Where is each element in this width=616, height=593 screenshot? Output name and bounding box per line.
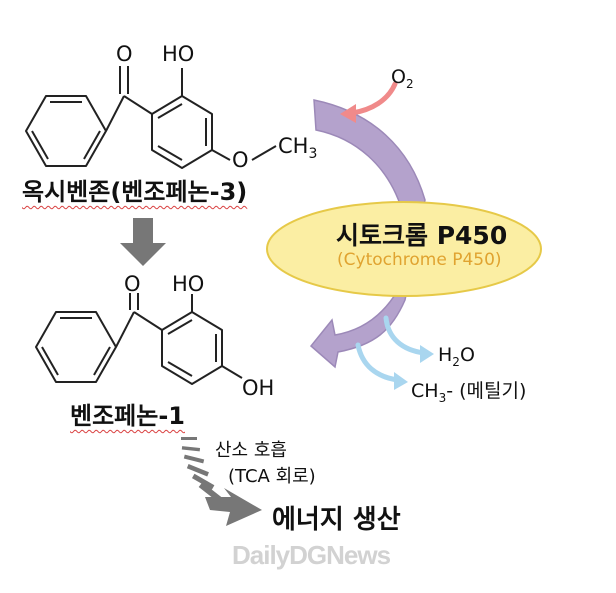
o2-arrow <box>349 81 398 116</box>
watermark-logo: DailyDGNews <box>232 540 391 570</box>
bp1-carbonyl-o: O <box>124 272 141 296</box>
water-label: H2O <box>438 344 475 369</box>
oxybenzone-structure <box>25 66 277 169</box>
methyl-label: CH3- (메틸기) <box>411 380 527 405</box>
enzyme-ellipse <box>266 201 542 297</box>
respiration-label: 산소 호흡 <box>215 440 287 461</box>
water-arrow <box>383 315 427 356</box>
enzyme-name: 시토크롬 P450 <box>336 221 508 250</box>
oxybenzone-methyl-label: CH3 <box>278 134 318 163</box>
oxybenzone-ether-o: O <box>232 148 249 172</box>
oxybenzone-hydroxyl-label: HO <box>162 42 195 66</box>
oxybenzone-name: 옥시벤존(벤조페논-3) <box>22 178 248 206</box>
tca-cycle-label: (TCA 회로) <box>228 466 316 487</box>
bp1-hydroxyl-label: HO <box>172 272 205 296</box>
bp1-name: 벤조페논-1 <box>70 402 185 430</box>
purple-curved-arrow <box>309 99 426 369</box>
o2-arrow-head <box>340 104 356 123</box>
enzyme-subtitle: (Cytochrome P450) <box>337 250 502 270</box>
o2-label: O2 <box>391 66 414 91</box>
bp1-hydroxyl2-label: OH <box>242 376 275 400</box>
benzophenone1-structure <box>35 293 243 385</box>
down-arrow <box>120 218 166 266</box>
energy-production-label: 에너지 생산 <box>272 505 401 535</box>
dashed-respiration-arrow <box>181 437 262 526</box>
oxybenzone-carbonyl-o: O <box>116 42 133 66</box>
methyl-arrow <box>355 342 401 383</box>
water-arrow-head <box>420 345 434 363</box>
methyl-arrow-head <box>394 372 408 390</box>
